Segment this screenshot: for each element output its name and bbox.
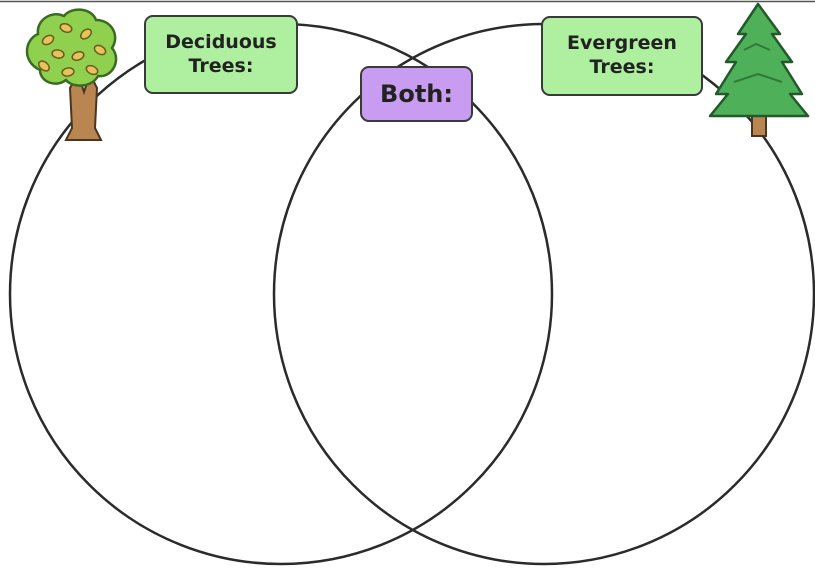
deciduous-tree-icon (25, 8, 118, 141)
evergreen-label-line1: Evergreen (567, 32, 677, 55)
evergreen-tree-icon (708, 2, 810, 137)
deciduous-label-line2: Trees: (188, 54, 254, 77)
deciduous-trees-label[interactable]: Deciduous Trees: (144, 15, 298, 94)
both-label[interactable]: Both: (360, 66, 473, 122)
evergreen-trees-label[interactable]: Evergreen Trees: (541, 16, 703, 96)
evergreen-label-line2: Trees: (589, 56, 655, 78)
deciduous-label-line1: Deciduous (165, 30, 277, 53)
both-label-text: Both: (380, 80, 453, 108)
